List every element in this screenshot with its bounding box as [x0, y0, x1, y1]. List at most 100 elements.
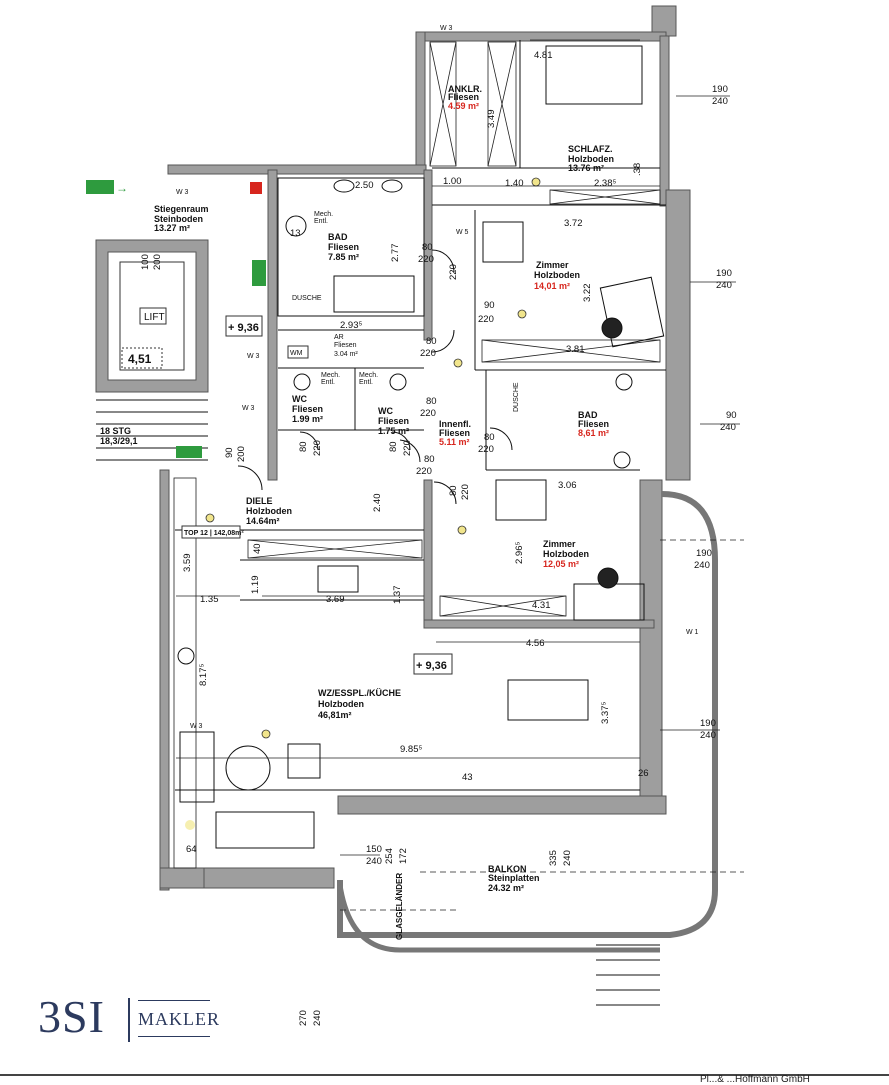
- cooktop: [177, 647, 195, 665]
- furniture: [177, 45, 665, 849]
- dim: 220: [420, 348, 436, 359]
- lift-label: LIFT: [144, 312, 165, 323]
- mech-label-3: Mech.: [359, 372, 378, 379]
- dim: 80: [426, 396, 437, 407]
- room-innenfl-name: Innenfl.: [439, 419, 471, 429]
- dim: 240: [312, 1010, 323, 1026]
- desk-zimmer2: [573, 583, 645, 621]
- dim: 1.00: [443, 176, 462, 187]
- window-w3-e: W 3: [190, 723, 203, 730]
- room-zimmer1-name: Zimmer: [536, 260, 569, 270]
- window-w1: W 1: [686, 629, 699, 636]
- room-balkon-floor: Steinplatten: [488, 873, 540, 883]
- dim: 150: [366, 844, 382, 855]
- room-wohnen-floor: Holzboden: [318, 699, 364, 709]
- window-w5: W 5: [456, 229, 469, 236]
- room-bad1-floor: Fliesen: [328, 242, 359, 252]
- dim: 2.38⁵: [594, 178, 616, 189]
- dim: 13: [290, 228, 301, 239]
- room-ankleide-name: ANKLR.: [448, 84, 482, 94]
- side-chair: [287, 743, 321, 779]
- dimensions: 4.81 3.49 1.00 1.40 2.38⁵ .38 190 240 19…: [140, 50, 737, 1026]
- dim: 2.50: [355, 180, 374, 191]
- mech-label-2: Mech.: [321, 372, 340, 379]
- dim: 80: [484, 432, 495, 443]
- dim: 190: [716, 268, 732, 279]
- room-ar-name: AR: [334, 334, 344, 341]
- dim: 9.85⁵: [400, 744, 422, 755]
- dim: 4.31: [532, 600, 551, 611]
- armchair: [179, 731, 215, 803]
- room-ar-floor: Fliesen: [334, 342, 357, 349]
- fire-alarm-icon: [250, 182, 262, 194]
- washbasin-wc2: [389, 373, 407, 391]
- exit-sign-icon: [252, 260, 266, 286]
- dim: 80: [422, 242, 433, 253]
- brand-logo-sub: MAKLER: [138, 1009, 220, 1029]
- washbasin-bad1-a: [333, 179, 355, 193]
- chair-zimmer2: [597, 567, 619, 589]
- level-marker-1: + 9,36: [228, 322, 259, 334]
- dim: 3.37⁵: [600, 702, 611, 724]
- window-w3-b: W 3: [242, 405, 255, 412]
- dim: 1.40: [505, 178, 524, 189]
- dim: 2.40: [372, 494, 383, 513]
- room-wc2-name: WC: [378, 406, 393, 416]
- dim: 3.06: [558, 480, 577, 491]
- dim: 240: [716, 280, 732, 291]
- room-wc2-area: 1.75 m²: [378, 426, 409, 436]
- kitchen-sink: [317, 565, 359, 593]
- room-wohnen-name: WZ/ESSPL./KÜCHE: [318, 688, 401, 698]
- dim: 90: [726, 410, 737, 421]
- room-innenfl-area: 5.11 m²: [439, 437, 470, 447]
- washbasin-wc1: [293, 373, 311, 391]
- window-w3-c: W 3: [176, 189, 189, 196]
- room-bad2-name: BAD: [578, 410, 598, 420]
- chair-zimmer1: [601, 317, 623, 339]
- coffee-table: [225, 745, 271, 791]
- wardrobes: [173, 41, 661, 869]
- glasgelaender-label: GLASGELÄNDER: [395, 873, 404, 940]
- dim: 270: [298, 1010, 309, 1026]
- room-wohnen-area: 46,81m²: [318, 710, 352, 720]
- room-zimmer1-area: 14,01 m²: [534, 281, 570, 291]
- room-zimmer2-name: Zimmer: [543, 539, 576, 549]
- dim: 3.72: [564, 218, 583, 229]
- room-bad2-floor: Fliesen: [578, 419, 609, 429]
- dining-table: [507, 679, 589, 721]
- room-zimmer1-floor: Holzboden: [534, 270, 580, 280]
- dim: 220: [402, 440, 413, 456]
- room-ankleide-floor: Fliesen: [448, 92, 479, 102]
- dim: 3.49: [486, 110, 497, 129]
- washbasin-bad1-b: [381, 179, 403, 193]
- toilet-bad1: [285, 215, 307, 237]
- dim: 40: [252, 543, 263, 554]
- dim: 2.96⁵: [514, 542, 525, 564]
- dim: 220: [448, 264, 459, 280]
- dim: 200: [236, 446, 247, 462]
- logo-divider: [128, 998, 130, 1042]
- lift-level: 4,51: [128, 352, 152, 366]
- dim: 90: [484, 300, 495, 311]
- room-stiegenraum-name: Stiegenraum: [154, 204, 209, 214]
- bed-zimmer2: [495, 479, 547, 521]
- dim: 240: [562, 850, 573, 866]
- desk-zimmer1: [599, 276, 665, 348]
- bed-zimmer1: [482, 221, 524, 263]
- top-unit: TOP 12 | 142,08m²: [184, 530, 244, 537]
- room-wc2-floor: Fliesen: [378, 416, 409, 426]
- lights: [185, 177, 541, 830]
- dim: 172: [398, 848, 409, 864]
- bathtub: [333, 275, 415, 313]
- dim: 8.17⁵: [198, 664, 209, 686]
- dim: 240: [712, 96, 728, 107]
- dim: 3.59: [182, 554, 193, 573]
- washbasin-bad2: [615, 373, 633, 391]
- exit-sign-icon: [176, 446, 202, 458]
- room-stiegenraum-floor: Steinboden: [154, 214, 203, 224]
- stairs: [96, 399, 660, 1006]
- room-zimmer2-area: 12,05 m²: [543, 559, 579, 569]
- stairs-size: 18,3/29,1: [100, 436, 138, 446]
- dim: 100: [140, 254, 151, 270]
- room-schlafzimmer-floor: Holzboden: [568, 154, 614, 164]
